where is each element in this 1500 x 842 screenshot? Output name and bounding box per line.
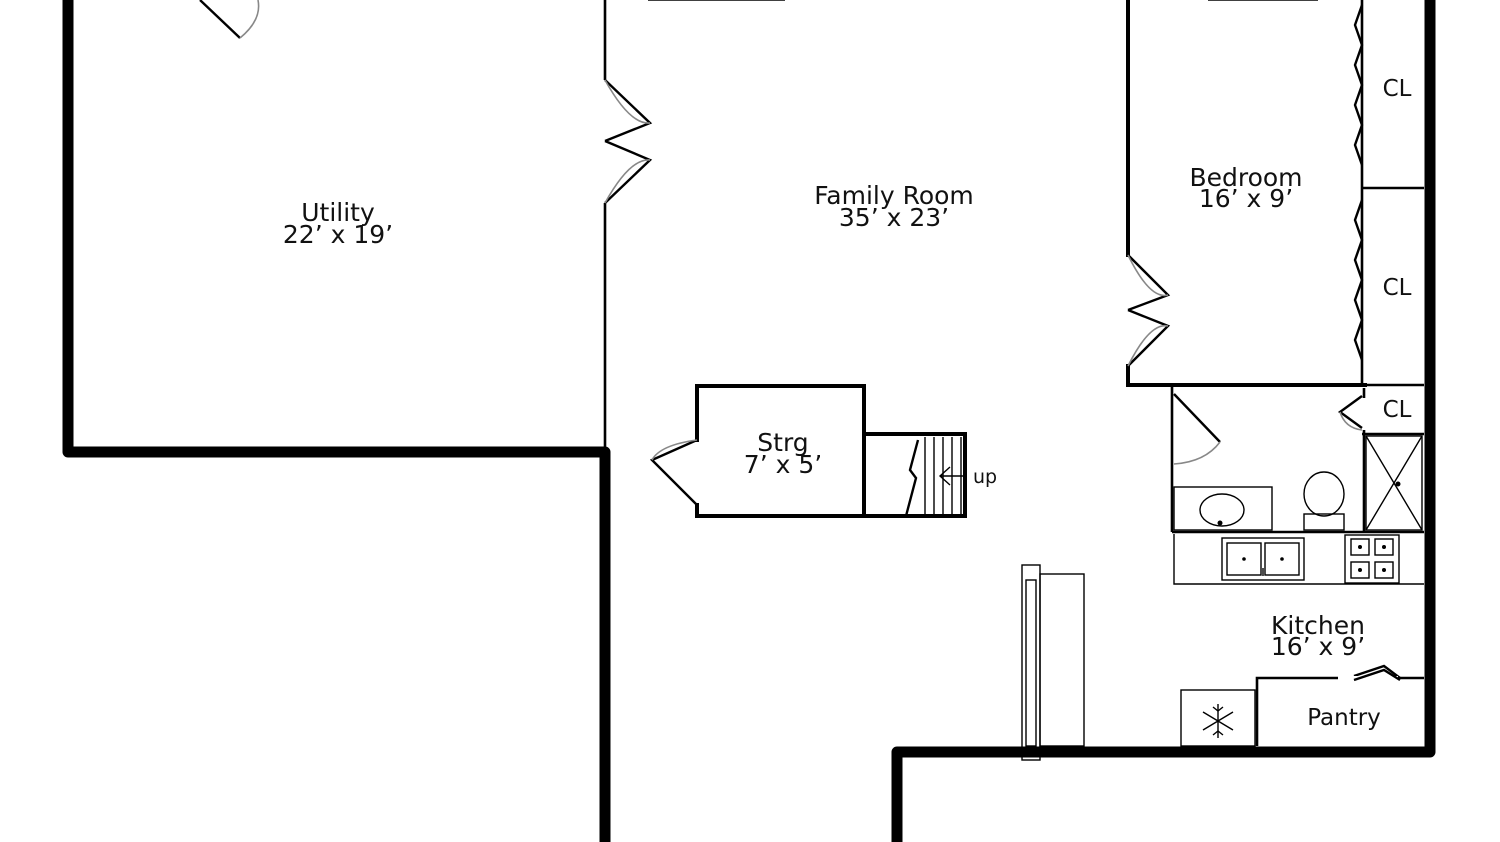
stairs-up-label: up (973, 466, 997, 488)
storage-door (649, 438, 698, 506)
shower-icon (1365, 435, 1423, 531)
double-sink-icon (1221, 537, 1305, 581)
bifold-door-utility (604, 79, 653, 204)
pantry-name: Pantry (1307, 705, 1381, 731)
bifold-door-bedroom (1127, 254, 1171, 367)
stairs: up (864, 432, 997, 518)
bedroom-size: 16’ x 9’ (1199, 184, 1293, 213)
sink-icon (1173, 486, 1273, 531)
kitchen-name: Kitchen (1271, 611, 1365, 640)
toilet-icon (1303, 471, 1345, 531)
kitchen-size: 16’ x 9’ (1271, 632, 1365, 661)
closet-1-label: CL (1383, 76, 1412, 102)
snowflake-icon (1180, 689, 1256, 747)
family-room-name: Family Room (814, 181, 974, 210)
storage-size: 7’ x 5’ (744, 450, 822, 479)
closet-3-door (1337, 395, 1363, 431)
kitchen-counter (1173, 534, 1424, 585)
closet-doors (1353, 4, 1364, 361)
doors (199, 0, 1401, 682)
utility-room-name: Utility (301, 198, 375, 227)
column-post (1021, 564, 1085, 761)
cooktop-icon (1344, 534, 1400, 584)
closet-3-label: CL (1383, 397, 1412, 423)
exterior-walls (62, 0, 1436, 842)
bedroom-name: Bedroom (1189, 163, 1302, 192)
utility-door (199, 0, 260, 39)
room-labels: Utility 22’ x 19’ Family Room 35’ x 23’ … (283, 76, 1412, 731)
family-room-size: 35’ x 23’ (839, 203, 949, 232)
interior-walls (603, 0, 1424, 746)
storage-name: Strg (757, 428, 808, 457)
pantry-door (1340, 664, 1401, 682)
utility-room-size: 22’ x 19’ (283, 220, 393, 249)
bathroom-door (1173, 393, 1221, 465)
closet-2-label: CL (1383, 275, 1412, 301)
